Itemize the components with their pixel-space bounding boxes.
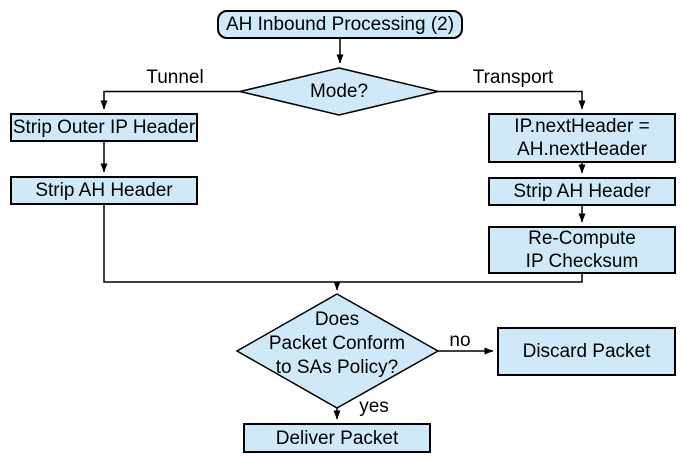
node-discard-packet: Discard Packet	[497, 327, 676, 376]
node-recompute-checksum-line1: Re-Compute	[528, 228, 636, 249]
edge-label-no: no	[449, 330, 471, 351]
node-recompute-checksum: Re-Compute IP Checksum	[488, 226, 676, 274]
node-deliver-packet-label: Deliver Packet	[275, 427, 399, 449]
edge-merge-branches	[103, 205, 583, 283]
edge-label-yes: yes	[359, 396, 389, 417]
mode-decision-text: Mode?	[309, 81, 369, 102]
policy-decision-line3: to SAs Policy?	[275, 357, 399, 378]
edge-mode-to-ip-next	[438, 90, 586, 110]
node-strip-ah-header-left: Strip AH Header	[10, 176, 198, 205]
node-strip-ah-header-right-label: Strip AH Header	[513, 181, 651, 202]
mode-decision-label: Mode?	[239, 80, 439, 104]
policy-decision-diamond	[235, 293, 440, 409]
node-ip-next-header-line1: IP.nextHeader =	[514, 116, 650, 137]
node-deliver-packet: Deliver Packet	[243, 423, 431, 453]
node-start-label: AH Inbound Processing (2)	[225, 14, 455, 35]
node-start: AH Inbound Processing (2)	[217, 10, 463, 39]
edge-label-tunnel: Tunnel	[146, 67, 204, 88]
node-strip-outer-ip-header-label: Strip Outer IP Header	[12, 117, 196, 138]
node-strip-ah-header-right: Strip AH Header	[488, 177, 676, 206]
node-strip-ah-header-left-label: Strip AH Header	[35, 180, 173, 201]
node-ip-next-header: IP.nextHeader = AH.nextHeader	[488, 113, 676, 163]
edge-label-transport: Transport	[472, 67, 554, 88]
node-recompute-checksum-line2: IP Checksum	[525, 251, 639, 272]
node-strip-outer-ip-header: Strip Outer IP Header	[10, 113, 198, 142]
policy-decision-line1: Does	[314, 309, 360, 330]
node-discard-packet-label: Discard Packet	[522, 341, 651, 362]
node-ip-next-header-line2: AH.nextHeader	[517, 139, 647, 160]
mode-decision-diamond	[239, 67, 439, 116]
policy-decision-label: Does Packet Conform to SAs Policy?	[237, 308, 437, 380]
policy-decision-line2: Packet Conform	[268, 333, 406, 354]
edge-mode-to-strip-outer	[100, 90, 240, 110]
